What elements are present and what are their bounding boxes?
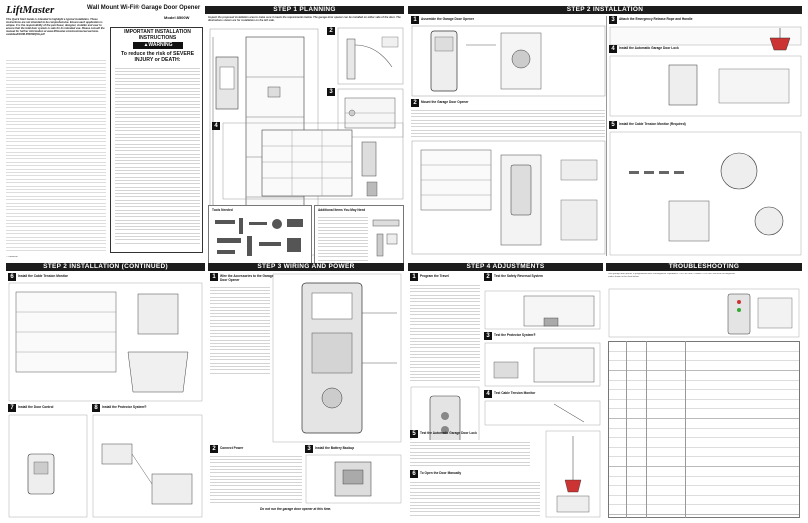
step1-intro: Inspect the proposed installation area t… [208,16,401,23]
tools-icons [215,218,303,256]
opener-wiring-illustration [272,273,402,443]
step4-num-3: 3 [484,332,492,340]
step1-header: STEP 1 PLANNING [205,6,404,14]
release-handle-icon [769,28,791,51]
step4-travel-text [410,283,480,383]
step3-header: STEP 3 WIRING AND POWER [208,263,404,271]
step2c-item7-title: Install the Door Control [18,405,54,409]
protector-system-illustration [92,414,203,518]
step2c-num-6: 6 [8,273,16,281]
step1-num-2: 2 [327,27,335,35]
step3-num-3: 3 [305,445,313,453]
step3-accessories-list [210,285,270,375]
step2-item1-title: Assemble the Garage Door Opener [421,17,474,21]
step4-item5-title: Test the Automatic Garage Door Lock [420,431,477,435]
step2-item5-title: Install the Cable Tension Monitor (Requi… [619,122,686,126]
planning-door-illustration [209,28,319,256]
step2c-num-8: 8 [92,404,100,412]
step3-num-2: 2 [210,445,218,453]
step3-item3-title: Install the Battery Backup [315,446,355,450]
warning-box: IMPORTANT INSTALLATION INSTRUCTIONS ▲WAR… [110,27,203,253]
protector-test-illustration [484,342,601,387]
step4-lock-text [410,440,530,466]
model-number: Model 8500W [164,15,190,20]
step4-num-5: 5 [410,430,418,438]
table-col-1 [626,341,627,518]
step2-divider [606,16,607,256]
step4-manual-text [410,480,540,516]
opener-assembly-illustration [411,25,606,97]
step4-item2-title: Test the Safety Reversal System [494,274,543,278]
step3-item2-title: Connect Power [220,446,244,450]
step4-num-2: 2 [484,273,492,281]
step4-item4-title: Test Cable Tension Monitor [494,391,536,395]
step2c-item8-title: Install the Protector System® [102,405,147,409]
footer-brand: © LiftMaster [6,256,18,258]
door-control-illustration [8,414,88,518]
opener-mount-illustration [411,140,606,255]
step2c-item6-title: Install the Cable Tension Monitor [18,274,68,278]
step2-num-2: 2 [411,99,419,107]
tools-needed-title: Tools Needed [212,208,233,212]
warning-badge: ▲WARNING [133,42,183,49]
step4-item3-title: Test the Protector System® [494,333,536,337]
document-title: Wall Mount Wi-Fi® Garage Door Opener [87,5,201,11]
step2-num-4: 4 [609,45,617,53]
brand-logo: LiftMaster [6,4,55,16]
step2c-num-7: 7 [8,404,16,412]
cable-monitor-install-illustration [8,282,203,402]
troubleshooting-table [608,341,800,518]
table-col-2 [646,341,647,518]
step4-item6-title: To Open the Door Manually [420,471,462,475]
step2-num-3: 3 [609,16,617,24]
lumber-icon [372,219,400,257]
step4-num-4: 4 [484,390,492,398]
safety-reversal-illustration [484,290,601,330]
step2-num-5: 5 [609,121,617,129]
table-col-3 [685,341,686,518]
intro-text: This Quick Start Guide is intended to hi… [6,18,105,37]
step4-header: STEP 4 ADJUSTMENTS [408,263,603,271]
step2c-header: STEP 2 INSTALLATION (CONTINUED) [6,263,205,271]
additional-items-title: Additional Items You May Need [318,208,366,212]
step2-item2-title: Mount the Garage Door Opener [421,100,469,104]
step4-num-1: 1 [410,273,418,281]
step4-item1-title: Program the Travel [420,274,449,278]
release-rope-illustration [609,26,802,46]
tools-needed-box: Tools Needed [208,205,312,265]
battery-backup-illustration [305,454,402,504]
diagnostic-led-illustration [608,288,800,338]
step1-num-4: 4 [212,122,220,130]
warning-list [115,66,200,246]
additional-items-box: Additional Items You May Need [314,205,404,265]
warning-title: IMPORTANT INSTALLATION INSTRUCTIONS [124,29,191,41]
manual-release-illustration [545,430,601,518]
step1-num-3: 3 [327,88,335,96]
step2-item2-text [411,108,605,138]
step3-item1-title: Wire the Accessories to the Garage Door … [220,274,274,282]
cable-tension-monitor-illustration [609,131,802,256]
warning-subtitle: To reduce the risk of SEVERE INJURY or D… [120,51,195,63]
troubleshooting-intro: Your garage door opener is programmed wi… [608,273,736,278]
planning-garage-illustration [222,122,404,200]
garage-door-lock-illustration [609,55,802,117]
step2-item4-title: Install the Automatic Garage Door Lock [619,46,679,50]
step3-power-text [210,454,302,504]
kit-contents [6,58,106,253]
additional-items-text [318,215,368,263]
step4-num-6: 6 [410,470,418,478]
step2-header: STEP 2 INSTALLATION [408,6,802,14]
step2-item3-title: Attach the Emergency Release Rope and Ha… [619,17,693,21]
step3-num-1: 1 [210,273,218,281]
troubleshooting-header: TROUBLESHOOTING [606,263,802,271]
planning-side-view [337,27,404,85]
step2-num-1: 1 [411,16,419,24]
step3-note: Do not run the garage door opener at thi… [260,507,332,511]
cable-monitor-test-illustration [484,400,601,426]
